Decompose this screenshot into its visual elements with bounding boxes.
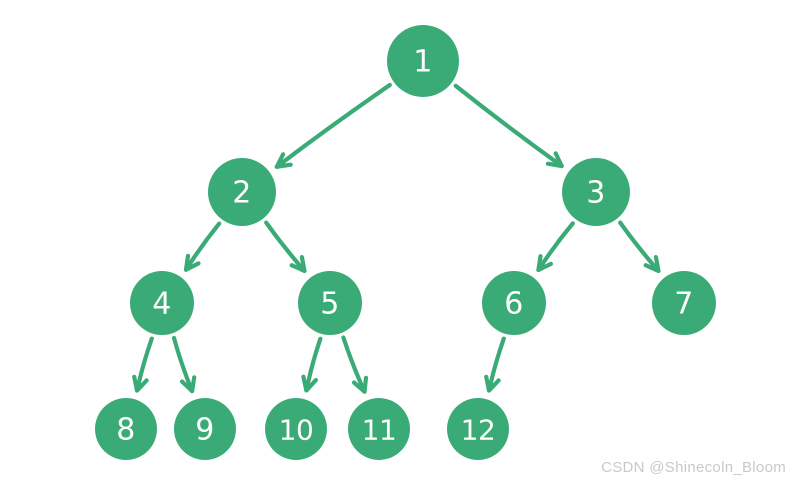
tree-edge-1-3 xyxy=(453,83,564,169)
edges-layer xyxy=(132,82,661,394)
tree-node-8[interactable]: 8 xyxy=(95,398,157,460)
node-circle[interactable] xyxy=(95,398,157,460)
node-circle[interactable] xyxy=(208,158,276,226)
node-circle[interactable] xyxy=(174,398,236,460)
tree-edge-4-9 xyxy=(171,335,197,394)
node-label: 9 xyxy=(195,413,215,448)
watermark-text: CSDN @Shinecoln_Bloom xyxy=(601,459,786,476)
edge-arrowhead-icon xyxy=(179,375,197,394)
edge-line xyxy=(274,82,392,169)
node-circle[interactable] xyxy=(348,398,410,460)
tree-node-10[interactable]: 10 xyxy=(265,398,327,460)
node-circle[interactable] xyxy=(265,398,327,460)
tree-node-1[interactable]: 1 xyxy=(387,25,459,97)
tree-edge-6-12 xyxy=(484,336,506,393)
node-label: 6 xyxy=(504,287,524,322)
edge-arrowhead-icon xyxy=(545,151,564,169)
tree-node-6[interactable]: 6 xyxy=(482,271,546,335)
node-label: 3 xyxy=(586,176,606,211)
node-label: 5 xyxy=(320,287,340,322)
node-circle[interactable] xyxy=(562,158,630,226)
tree-edge-3-7 xyxy=(618,220,661,273)
node-circle[interactable] xyxy=(130,271,194,335)
node-circle[interactable] xyxy=(482,271,546,335)
node-label: 2 xyxy=(232,176,252,211)
tree-node-11[interactable]: 11 xyxy=(348,398,410,460)
node-circle[interactable] xyxy=(298,271,362,335)
tree-node-3[interactable]: 3 xyxy=(562,158,630,226)
node-label: 4 xyxy=(152,287,172,322)
node-label: 11 xyxy=(362,414,397,447)
edge-arrowhead-icon xyxy=(536,254,553,273)
tree-edge-2-4 xyxy=(183,221,222,272)
edge-arrowhead-icon xyxy=(183,253,201,272)
node-label: 1 xyxy=(413,45,433,80)
edge-line xyxy=(183,221,222,272)
tree-edge-4-8 xyxy=(132,336,154,393)
tree-edge-2-5 xyxy=(264,220,307,273)
tree-edge-5-11 xyxy=(341,335,369,394)
tree-edge-1-2 xyxy=(274,82,392,169)
node-label: 8 xyxy=(116,413,136,448)
node-circle[interactable] xyxy=(447,398,509,460)
edge-line xyxy=(618,220,661,273)
tree-node-7[interactable]: 7 xyxy=(652,271,716,335)
node-label: 10 xyxy=(279,414,314,447)
edge-arrowhead-icon xyxy=(289,255,307,273)
node-circle[interactable] xyxy=(387,25,459,97)
node-label: 7 xyxy=(674,287,694,322)
tree-edge-5-10 xyxy=(301,336,323,393)
edge-arrowhead-icon xyxy=(643,255,661,273)
edge-arrowhead-icon xyxy=(301,374,318,393)
edge-line xyxy=(264,220,307,273)
edge-arrowhead-icon xyxy=(274,152,293,169)
tree-node-12[interactable]: 12 xyxy=(447,398,509,460)
edge-line xyxy=(536,221,575,273)
edge-arrowhead-icon xyxy=(484,374,501,393)
edge-arrowhead-icon xyxy=(351,375,369,394)
tree-node-9[interactable]: 9 xyxy=(174,398,236,460)
tree-edge-3-6 xyxy=(536,221,575,273)
node-label: 12 xyxy=(461,414,496,447)
tree-node-4[interactable]: 4 xyxy=(130,271,194,335)
edge-arrowhead-icon xyxy=(132,374,149,393)
edge-line xyxy=(453,83,564,169)
tree-node-2[interactable]: 2 xyxy=(208,158,276,226)
node-circle[interactable] xyxy=(652,271,716,335)
tree-node-5[interactable]: 5 xyxy=(298,271,362,335)
